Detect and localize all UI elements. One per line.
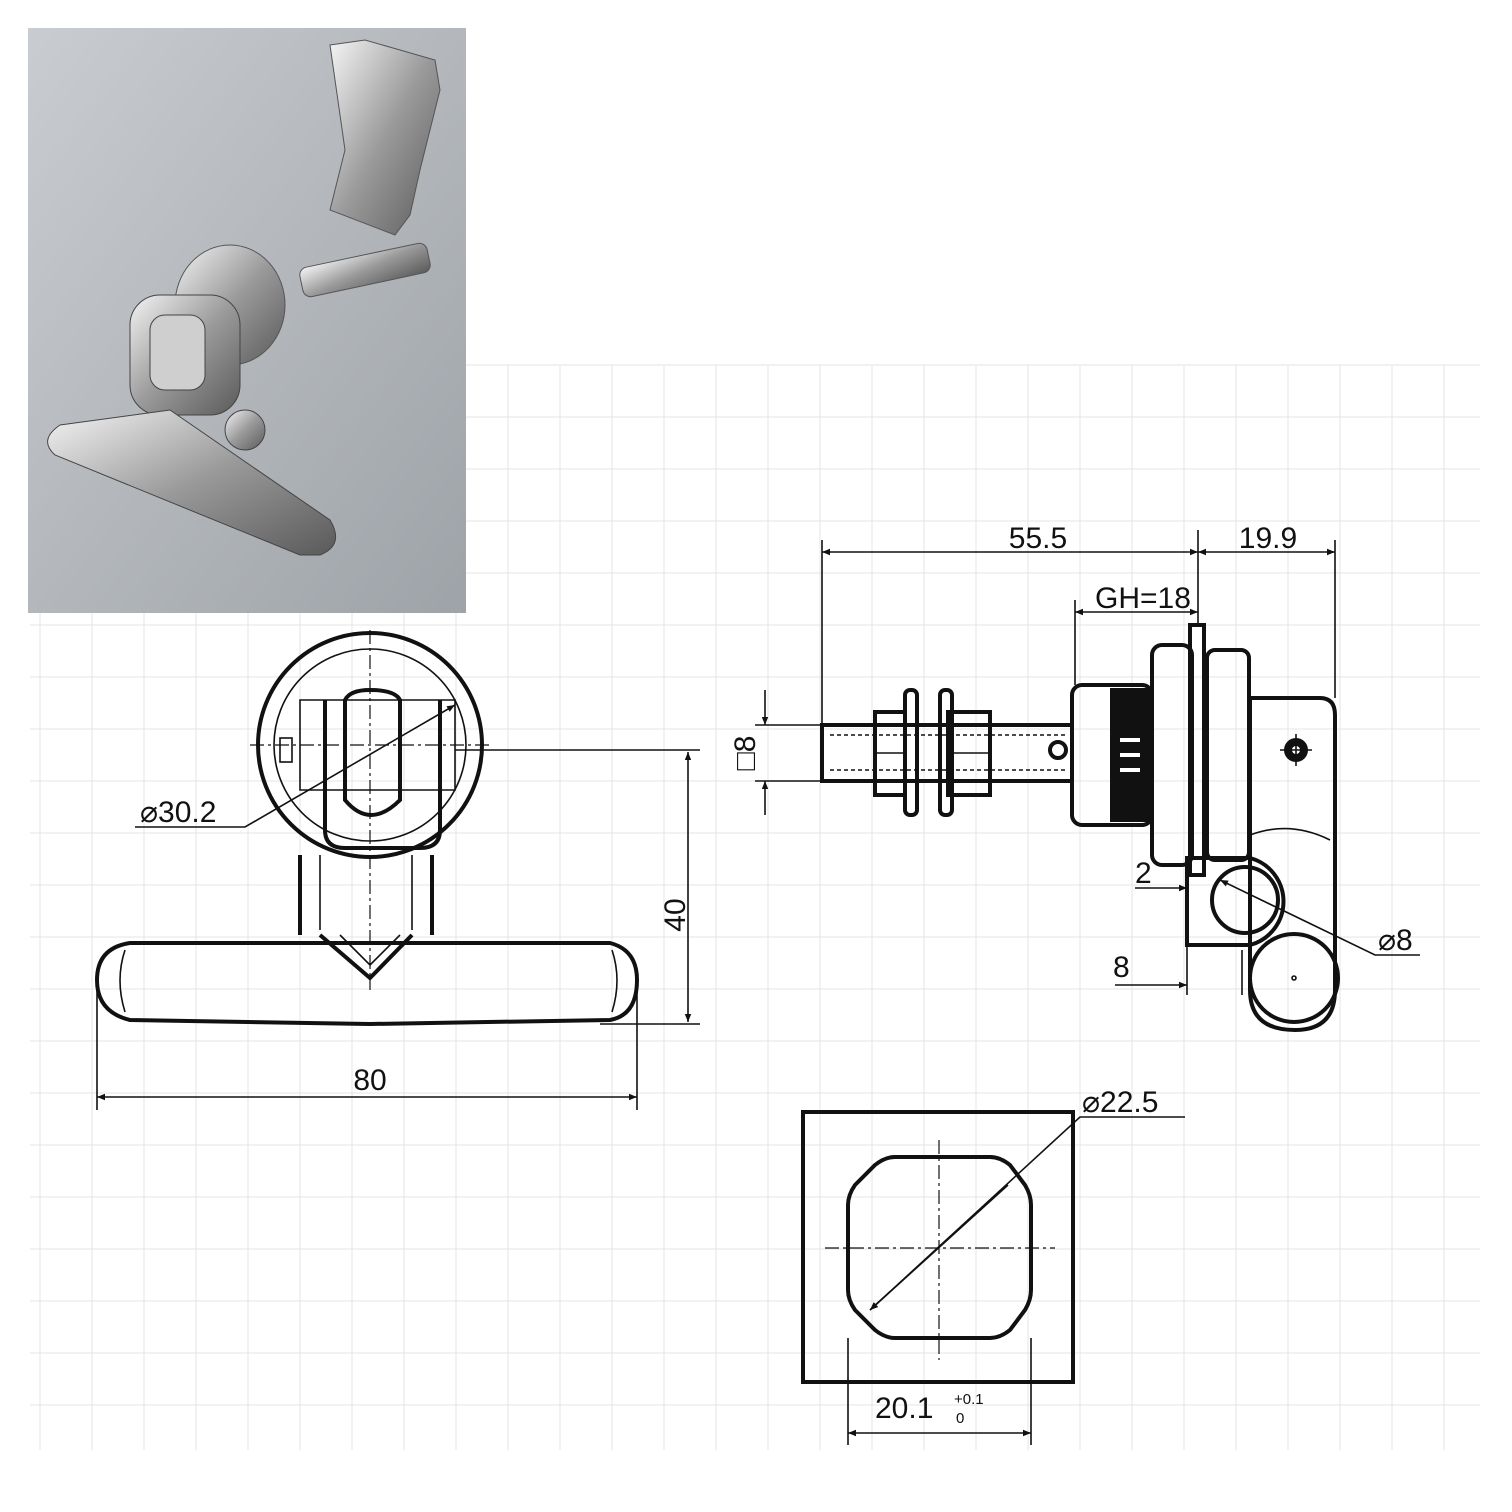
product-render-image xyxy=(28,28,466,613)
roller-diameter-label: ⌀8 xyxy=(1378,924,1413,957)
front-view xyxy=(94,630,700,1110)
tolerance-upper: +0.1 xyxy=(954,1391,984,1408)
side-offset-label: 19.9 xyxy=(1239,522,1297,555)
gap-label: 2 xyxy=(1135,857,1152,890)
front-diameter-label: ⌀30.2 xyxy=(140,796,216,829)
front-height-label: 40 xyxy=(659,898,692,931)
tolerance-lower: 0 xyxy=(956,1410,964,1427)
front-width-label: 80 xyxy=(353,1064,386,1097)
side-view xyxy=(755,530,1420,1033)
cutout-flat-label: 20.1 xyxy=(875,1392,933,1425)
cutout-view xyxy=(801,1110,1185,1445)
square-size-label: □8 xyxy=(729,736,762,771)
cutout-diameter-label: ⌀22.5 xyxy=(1082,1086,1158,1119)
cam-offset-label: 8 xyxy=(1113,951,1130,984)
grip-height-label: GH=18 xyxy=(1095,582,1191,615)
side-length-label: 55.5 xyxy=(1009,522,1067,555)
